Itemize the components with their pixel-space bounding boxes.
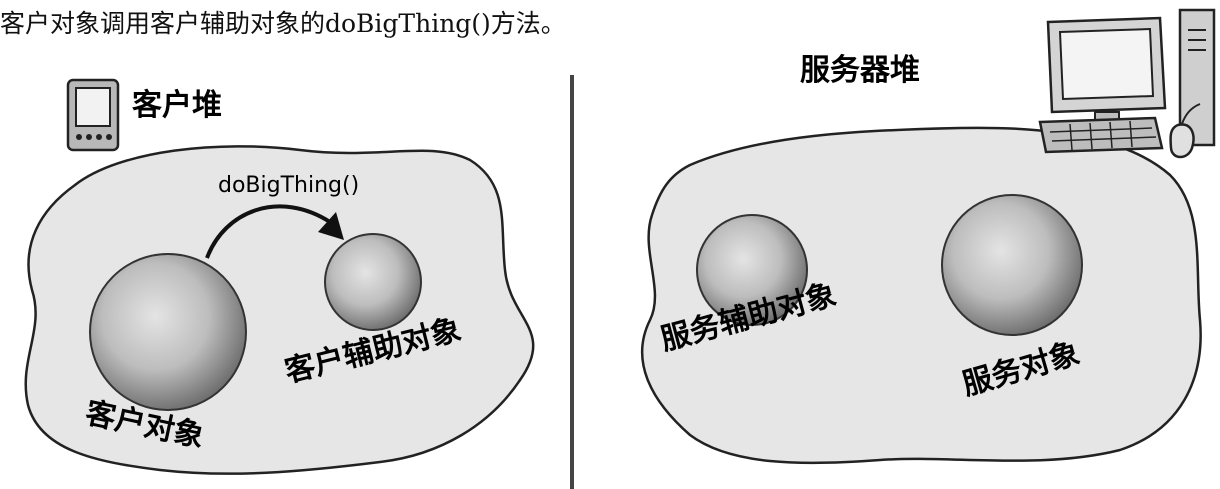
service-helper-sphere (696, 214, 808, 326)
client-helper-sphere (324, 233, 422, 331)
client-object-sphere (89, 253, 247, 411)
service-object-sphere (941, 194, 1083, 336)
client-heap-title: 客户堆 (132, 88, 222, 123)
figure-caption: 客户对象调用客户辅助对象的doBigThing()方法。 (0, 9, 566, 38)
server-heap-area (640, 126, 1202, 465)
handheld-device-icon (66, 78, 120, 152)
call-arrow (205, 204, 344, 259)
desktop-computer-icon (1038, 8, 1216, 159)
server-heap-title: 服务器堆 (800, 53, 920, 88)
call-method-label: doBigThing() (218, 173, 359, 198)
